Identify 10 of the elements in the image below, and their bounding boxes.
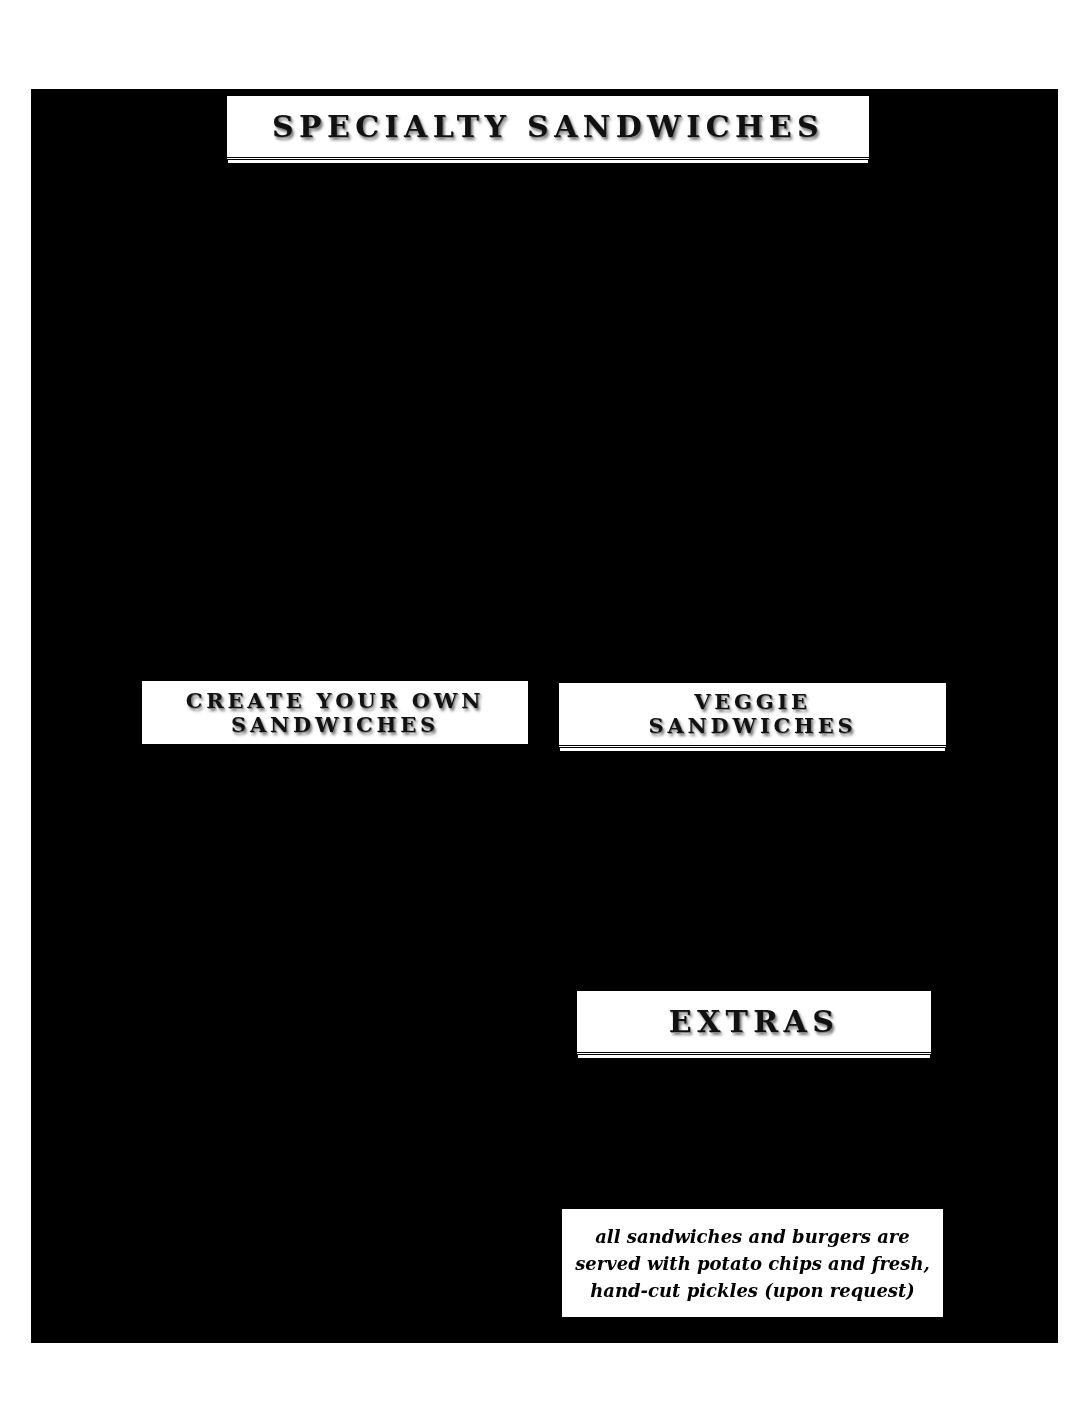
heading-banner xyxy=(577,991,931,1055)
note-box xyxy=(562,1209,943,1317)
section-heading: CREATE YOUR OWN SANDWICHES xyxy=(184,689,486,736)
heading-banner xyxy=(559,683,946,748)
section-heading: EXTRAS xyxy=(667,1004,841,1039)
section-heading: SPECIALTY SANDWICHES xyxy=(271,109,825,144)
note-text: all sandwiches and burgers are served with potato chips and fresh, hand-cut pickles (upon request) xyxy=(574,1224,931,1303)
heading-banner xyxy=(227,96,869,160)
section-heading: VEGGIE SANDWICHES xyxy=(647,690,858,738)
heading-banner xyxy=(142,681,528,744)
